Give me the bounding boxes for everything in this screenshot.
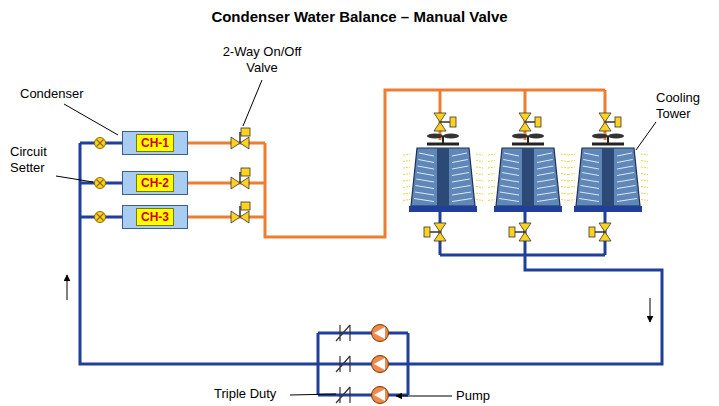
pump-set	[336, 356, 389, 373]
pump-suction-pipe	[408, 255, 662, 364]
chiller-label: CH-1	[136, 134, 174, 152]
return-pipe	[80, 143, 318, 364]
balance-valve	[434, 113, 456, 131]
cooling-tower	[488, 134, 568, 213]
callout-label: Condenser	[20, 86, 84, 102]
circuit-setter	[95, 178, 106, 189]
two-way-valve	[231, 202, 250, 223]
leader-line	[56, 176, 93, 182]
callout-label: 2-Way On/Off Valve	[217, 44, 307, 76]
pump-pipe	[318, 363, 408, 366]
pump-set	[336, 325, 389, 342]
condenser-box: CH-1	[122, 131, 188, 155]
balance-valve	[424, 223, 446, 241]
circuit-setter	[95, 212, 106, 223]
diagram-title: Condenser Water Balance – Manual Valve	[0, 8, 719, 25]
balance-valve	[589, 223, 611, 241]
leader-line	[636, 122, 656, 150]
two-way-valve	[231, 168, 250, 189]
leader-line	[396, 396, 452, 397]
condenser-box: CH-2	[122, 171, 188, 195]
balance-valve	[509, 223, 531, 241]
leader-line	[64, 104, 118, 135]
cooling-tower	[568, 134, 648, 213]
callout-label: Cooling Tower	[656, 90, 714, 122]
pump-pipe	[318, 332, 408, 335]
circuit-setter	[95, 138, 106, 149]
tower-supply-pipe	[265, 90, 605, 237]
leaving-pipe	[188, 216, 265, 219]
leaving-pipe	[188, 182, 265, 185]
leaving-pipe	[188, 142, 265, 145]
chiller-label: CH-3	[136, 208, 174, 226]
tower-header	[440, 254, 605, 257]
leader-line	[243, 80, 262, 126]
condenser-box: CH-3	[122, 205, 188, 229]
leader-line	[650, 298, 651, 322]
callout-label: Circuit Setter	[10, 144, 70, 176]
leader-line	[67, 275, 68, 300]
callout-label: Pump	[456, 388, 490, 404]
leader-line	[290, 394, 336, 395]
chiller-label: CH-2	[136, 174, 174, 192]
callout-label: Triple Duty	[214, 386, 276, 402]
balance-valve	[599, 113, 621, 131]
cooling-tower	[403, 134, 483, 213]
pump-set	[336, 387, 389, 404]
two-way-valve	[231, 128, 250, 149]
balance-valve	[519, 113, 541, 131]
